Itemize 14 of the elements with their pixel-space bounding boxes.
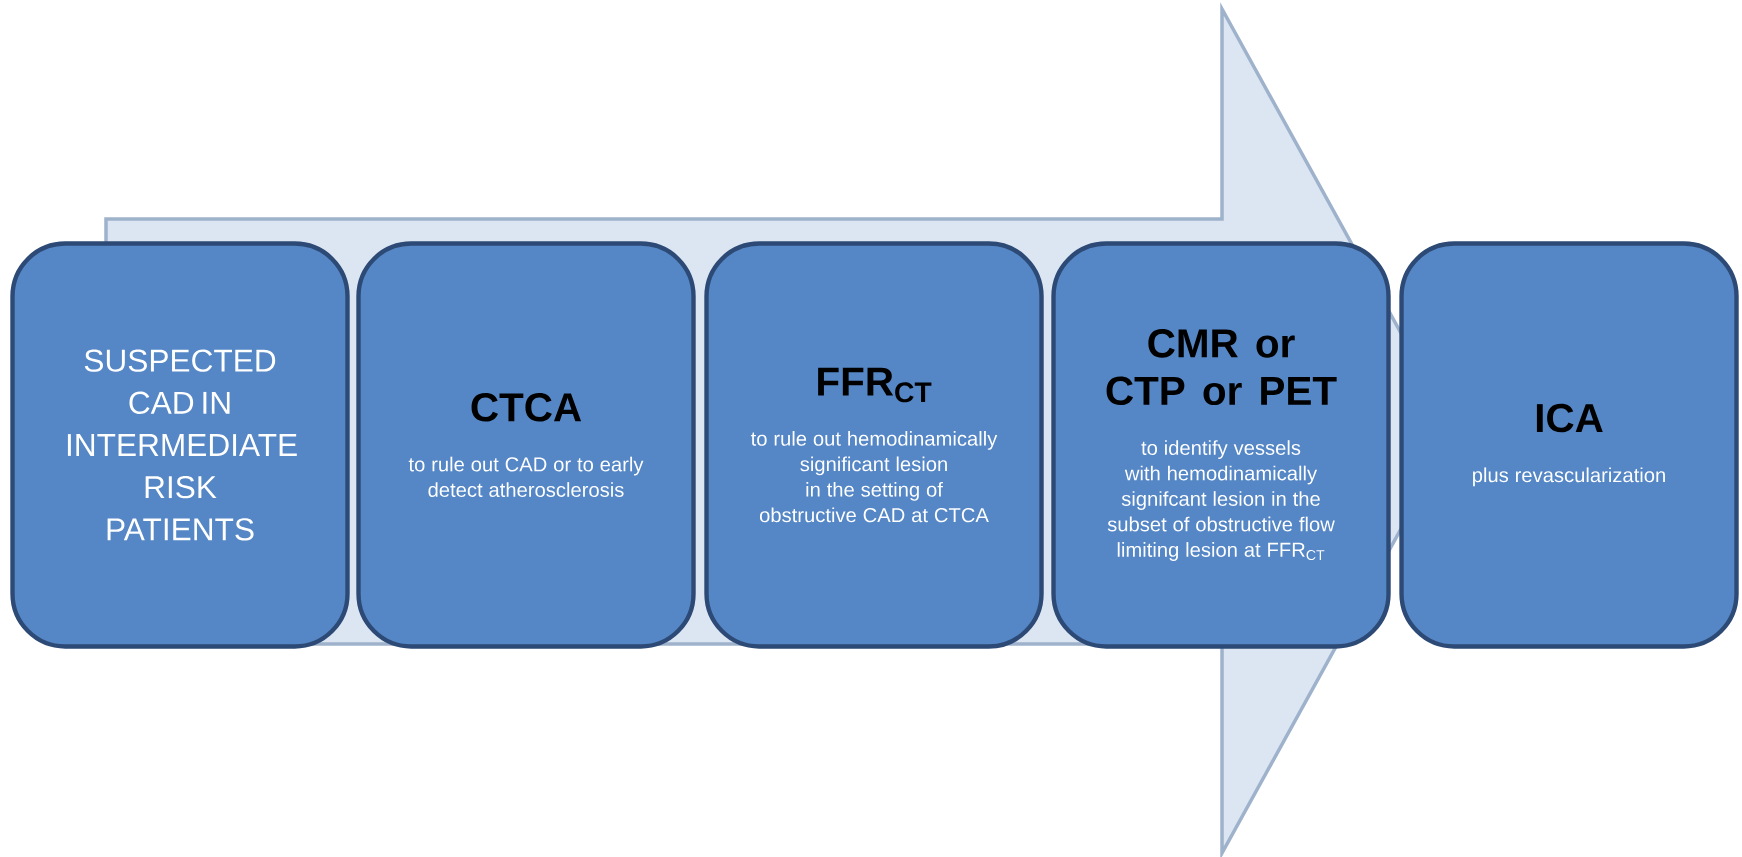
step-text: SUSPECTED CAD IN INTERMEDIATE RISK PATIENTS (67, 349, 297, 541)
step-heading: FFR$_{CT}$ (818, 367, 932, 403)
step-description: plus revascularization (1473, 467, 1665, 487)
step-heading: CTCA (471, 393, 582, 422)
process-box (10, 241, 350, 649)
process-box (356, 241, 696, 649)
process-box (704, 241, 1044, 649)
step-description: to identify vessels with hemodinamically signifcant lesion in the subset of obstructive flow limiting lesion at FFR$_{CT}$ (1107, 440, 1335, 561)
process-box (1051, 241, 1391, 649)
step-heading: ICA (1536, 403, 1603, 433)
step-description: to rule out CAD or to early detect atherosclerosis (408, 456, 644, 497)
step-heading: CMR or CTP or PET (1106, 329, 1337, 406)
process-box (1399, 241, 1739, 649)
step-description: to rule out hemodinamically significant lesion in the setting of obstructive CAD at CTCA (750, 431, 998, 523)
